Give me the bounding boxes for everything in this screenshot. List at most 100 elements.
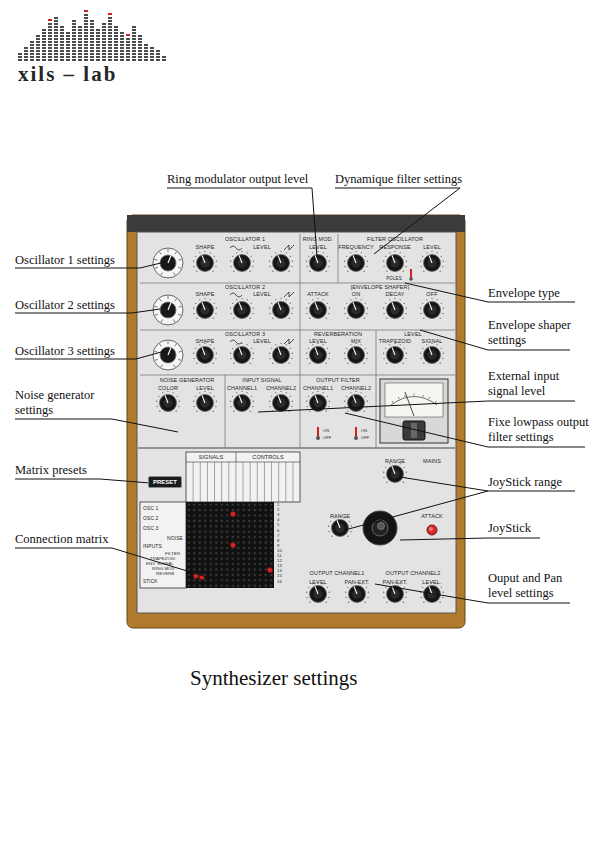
- knob-tick: [253, 401, 254, 402]
- knob-tick: [383, 597, 384, 598]
- knob-tick: [327, 303, 328, 304]
- knob-tick: [193, 266, 194, 267]
- knob-tick: [213, 411, 214, 412]
- knob-pointer: [239, 395, 242, 403]
- matrix-column-line: [250, 462, 251, 502]
- panel-label: OSC 2: [143, 516, 159, 521]
- logo-bar: [60, 32, 64, 34]
- knob-tick: [422, 303, 423, 304]
- logo-bar: [54, 23, 58, 25]
- logo-bar: [42, 29, 46, 31]
- knob-body: [387, 302, 404, 319]
- knob-tick: [195, 348, 196, 349]
- logo-bar: [72, 26, 76, 28]
- panel-label: SIGNAL: [422, 339, 443, 345]
- knob-pointer: [429, 302, 432, 310]
- knob-tick: [291, 358, 292, 359]
- panel-label: PAN EXT.: [345, 580, 370, 586]
- logo-bar: [78, 47, 82, 49]
- knob-tick: [199, 392, 200, 393]
- knob-tick: [329, 261, 330, 262]
- knob-tick: [431, 298, 432, 299]
- logo-bar: [48, 32, 52, 34]
- knob-tick: [232, 256, 233, 257]
- knob-tick: [252, 358, 253, 359]
- meter-face: [385, 383, 443, 417]
- logo-bar: [84, 41, 88, 43]
- logo-bar: [30, 41, 34, 43]
- knob-tick: [403, 271, 404, 272]
- logo-bar: [144, 47, 148, 49]
- callout-label: Envelope type: [488, 286, 560, 301]
- panel-label: CHANNEL1: [227, 386, 257, 392]
- knob: [230, 298, 254, 319]
- logo-bar: [102, 47, 106, 49]
- knob: [306, 251, 330, 272]
- logo-bar: [66, 53, 70, 55]
- panel-label: 13: [277, 564, 282, 568]
- logo-bar: [96, 59, 100, 61]
- joystick-stick: [378, 523, 385, 530]
- matrix-column-line: [243, 462, 244, 502]
- logo-bar-cap: [108, 13, 112, 15]
- logo-bar: [78, 50, 82, 52]
- knob-tick: [286, 344, 287, 345]
- knob-tick: [327, 348, 328, 349]
- section-lines: [138, 234, 455, 448]
- knob: [344, 298, 368, 319]
- matrix-column-line: [235, 462, 236, 502]
- logo-bar: [102, 26, 106, 28]
- knob-pointer: [202, 255, 205, 263]
- matrix-column-line: [285, 462, 286, 502]
- knob-body: [273, 255, 290, 272]
- knob-body: [273, 347, 290, 364]
- caption: Synthesizer settings: [190, 666, 357, 691]
- knob-tick: [193, 308, 194, 309]
- dial-tick: [178, 359, 181, 360]
- knob-tick: [442, 313, 443, 314]
- knob-tick: [308, 587, 309, 588]
- knob-tick: [355, 391, 356, 392]
- matrix-columns: [193, 462, 293, 502]
- knob-tick: [216, 401, 217, 402]
- section-line: [140, 375, 455, 376]
- knob-tick: [306, 358, 307, 359]
- knob-tick: [431, 251, 432, 252]
- knob-pointer: [239, 347, 242, 355]
- dial-tick: [154, 351, 157, 353]
- panel-label: OSC 3: [143, 526, 159, 531]
- logo-bar: [60, 56, 64, 58]
- knob-tick: [204, 251, 205, 252]
- dial-tick: [161, 320, 163, 323]
- knob-tick: [385, 587, 386, 588]
- logo-bar: [102, 32, 106, 34]
- knob-tick: [196, 411, 197, 412]
- logo-bar: [108, 29, 112, 31]
- knob-tick: [326, 363, 327, 364]
- logo-bar: [144, 56, 148, 58]
- matrix-pin: [230, 511, 235, 516]
- callout-label: Noise generator settings: [15, 388, 110, 418]
- logo-bar: [102, 59, 106, 61]
- logo-bar: [108, 41, 112, 43]
- logo-bar: [132, 50, 136, 52]
- callout-label: Oscillator 3 settings: [15, 344, 115, 359]
- knob-tick: [275, 392, 276, 393]
- logo-bar: [84, 50, 88, 52]
- wave-symbols: [230, 245, 294, 344]
- knob-pointer: [165, 395, 168, 403]
- matrix-column-line: [200, 462, 201, 502]
- knob-tick: [215, 358, 216, 359]
- knob-tick: [215, 266, 216, 267]
- knob: [269, 251, 293, 272]
- logo-bar: [78, 44, 82, 46]
- logo-bar: [42, 59, 46, 61]
- knob-pointer: [239, 255, 242, 263]
- knob-tick: [195, 396, 196, 397]
- knob-tick: [309, 602, 310, 603]
- knob-tick: [176, 411, 177, 412]
- logo-bar: [156, 59, 160, 61]
- panel-label: OFF: [323, 436, 331, 440]
- panel-label: 10: [277, 549, 282, 553]
- panel-label: ON: [323, 429, 329, 433]
